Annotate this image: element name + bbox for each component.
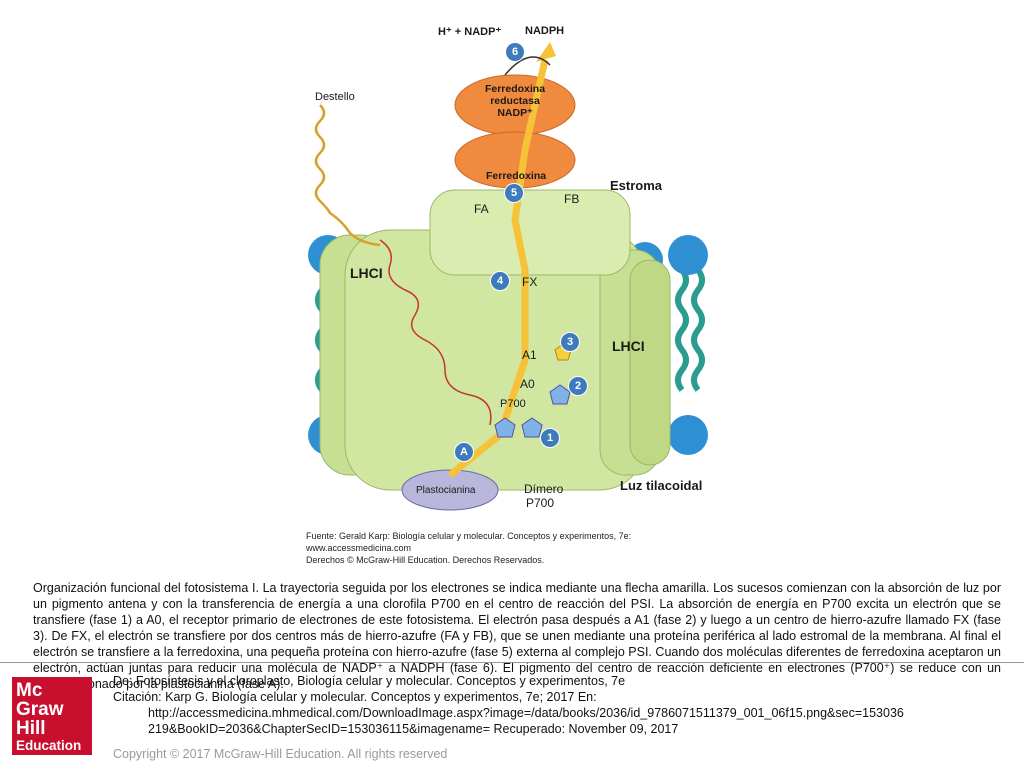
dimer-label-line-1: Dímero xyxy=(524,482,564,496)
p700-dimer xyxy=(494,417,543,438)
p700-label: P700 xyxy=(500,398,526,410)
nadph-label: NADPH xyxy=(525,25,565,37)
photosystem-figure: H⁺ + NADP⁺ NADPH Destello Ferredoxina re… xyxy=(300,20,720,565)
fx-label: FX xyxy=(522,275,538,289)
ferredoxin-reductase-label-line-1: Ferredoxina xyxy=(484,83,546,95)
h-nadp-label: H⁺ + NADP⁺ xyxy=(438,26,502,38)
figure-caption: Organización funcional del fotosistema I… xyxy=(33,581,1001,691)
psi-complex xyxy=(319,189,671,491)
destello-label: Destello xyxy=(315,91,355,103)
citation-url[interactable]: http://accessmedicina.mhmedical.com/Down… xyxy=(148,706,904,720)
logo-line-1: Mc xyxy=(16,680,43,701)
lhc-right-label: LHCI xyxy=(612,338,645,354)
logo-line-4: Education xyxy=(16,738,82,753)
a0-chlorophyll xyxy=(549,384,571,405)
step-a-marker: A xyxy=(454,442,474,462)
citation-text: Citación: Karp G. Biología celular y mol… xyxy=(113,690,597,704)
electron-arrow-head xyxy=(536,42,556,62)
citation-block: De: Fotosíntesis y el cloroplasto, Biolo… xyxy=(113,673,904,737)
citation-url-cont: 219&BookID=2036&ChapterSecID=153036115&i… xyxy=(148,722,679,736)
nadp-reaction-arrow xyxy=(504,56,551,76)
mcgraw-hill-logo: Mc Graw Hill Education xyxy=(12,677,92,755)
a0-label: A0 xyxy=(520,377,535,391)
photosystem-diagram xyxy=(308,42,708,511)
step-3-marker: 3 xyxy=(560,332,580,352)
ferredoxin-reductase-label-line-2: reductasa xyxy=(490,95,540,107)
source-line-1: Fuente: Gerald Karp: Biología celular y … xyxy=(306,531,632,541)
plastocyanin-shape xyxy=(401,469,499,511)
ferredoxin-reductase-label-line-3: NADP⁺ xyxy=(497,107,533,119)
step-5-marker: 5 xyxy=(504,183,524,203)
copyright-text: Copyright © 2017 McGraw-Hill Education. … xyxy=(113,747,448,761)
ferredoxin-label: Ferredoxina xyxy=(486,170,547,182)
source-line-3: Derechos © McGraw-Hill Education. Derech… xyxy=(306,555,545,565)
dimer-label-line-2: P700 xyxy=(526,496,555,510)
a1-label: A1 xyxy=(522,348,537,362)
source-line-2: www.accessmedicina.com xyxy=(306,543,412,553)
divider xyxy=(0,662,1024,663)
step-1-marker: 1 xyxy=(540,428,560,448)
plastocyanin-label: Plastocianina xyxy=(416,485,476,496)
fa-label: FA xyxy=(474,202,489,216)
lhc-left-label: LHCI xyxy=(350,265,383,281)
citation-from: De: Fotosíntesis y el cloroplasto, Biolo… xyxy=(113,674,626,688)
step-6-marker: 6 xyxy=(505,42,525,62)
ferredoxin-reductase-label: Ferredoxina reductasa NADP⁺ xyxy=(480,83,550,119)
estroma-label: Estroma xyxy=(610,178,663,193)
luz-tilacoidal-label: Luz tilacoidal xyxy=(620,478,703,493)
figure-source: Fuente: Gerald Karp: Biología celular y … xyxy=(306,530,631,566)
fb-label: FB xyxy=(564,192,580,206)
light-flash-line xyxy=(314,104,381,247)
logo-line-3: Hill xyxy=(16,718,46,739)
step-2-marker: 2 xyxy=(568,376,588,396)
logo-line-2: Graw xyxy=(16,699,64,720)
step-4-marker: 4 xyxy=(490,271,510,291)
energy-transfer-line xyxy=(379,239,492,426)
dimer-label: Dímero P700 xyxy=(524,482,563,510)
